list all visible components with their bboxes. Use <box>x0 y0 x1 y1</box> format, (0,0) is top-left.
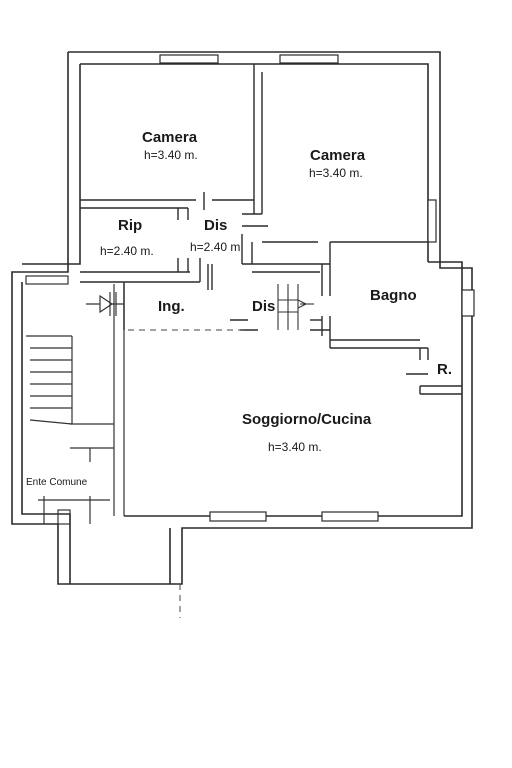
r-name: R. <box>437 361 452 378</box>
ente-comune-name: Ente Comune <box>26 477 88 488</box>
rip-height: h=2.40 m. <box>100 244 154 258</box>
windows <box>159 54 475 522</box>
camera-right-height: h=3.40 m. <box>309 166 363 180</box>
stairwell <box>25 275 125 525</box>
dashed-separator <box>128 329 244 618</box>
camera-right-name: Camera <box>310 147 366 164</box>
camera-left-name: Camera <box>142 129 198 146</box>
ing-name: Ing. <box>158 298 185 315</box>
rip-name: Rip <box>118 217 142 234</box>
camera-left-height: h=3.40 m. <box>144 148 198 162</box>
dis-upper-height: h=2.40 m <box>190 240 240 254</box>
dis-steps <box>277 284 314 330</box>
exterior-walls <box>11 51 473 585</box>
interior-walls <box>80 64 462 395</box>
soggiorno-name: Soggiorno/Cucina <box>242 411 372 428</box>
dis-upper-name: Dis <box>204 217 227 234</box>
dis-lower-name: Dis <box>252 298 275 315</box>
soggiorno-height: h=3.40 m. <box>268 440 322 454</box>
entrance-door-icon <box>86 292 124 316</box>
bagno-name: Bagno <box>370 287 417 304</box>
room-labels: Camera h=3.40 m. Camera h=3.40 m. Rip h=… <box>26 129 452 488</box>
